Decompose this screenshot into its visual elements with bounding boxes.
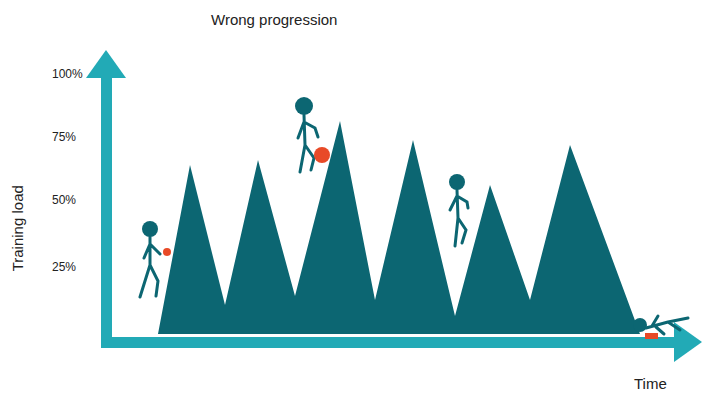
stick-figures xyxy=(140,97,688,334)
axis-tick-label: 50% xyxy=(52,194,76,207)
axis-tick-label: 100% xyxy=(52,68,83,81)
load-peaks xyxy=(158,121,640,334)
balls xyxy=(163,147,658,339)
chart-title: Wrong progression xyxy=(211,12,337,29)
axis-tick-label: 25% xyxy=(52,261,76,274)
axis-tick-label: 75% xyxy=(52,131,76,144)
axis-title: Time xyxy=(634,376,667,393)
axes xyxy=(86,50,702,362)
axis-title: Training load xyxy=(10,185,27,271)
